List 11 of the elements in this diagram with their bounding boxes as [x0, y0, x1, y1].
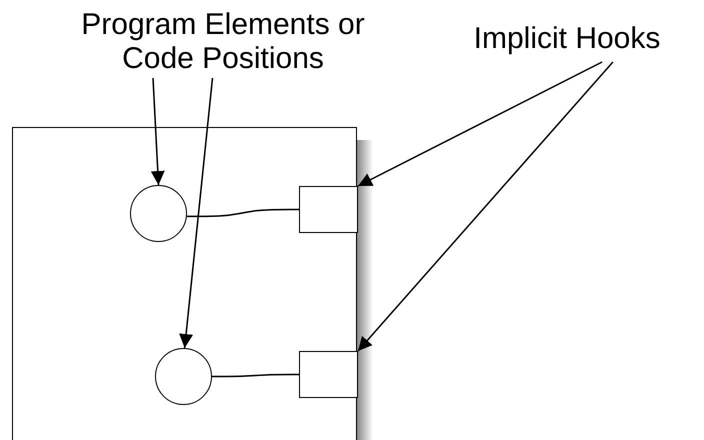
box-node	[299, 186, 358, 233]
arrow	[179, 78, 214, 348]
callout-label: Implicit Hooks	[472, 22, 662, 56]
arrow	[358, 61, 602, 187]
box-node	[299, 351, 358, 398]
box-node	[12, 127, 357, 440]
arrow	[357, 62, 614, 352]
callout-label: Program Elements or Code Positions	[80, 8, 366, 76]
connector-line	[186, 208, 299, 218]
connector-line	[212, 374, 299, 378]
arrow	[150, 78, 165, 186]
